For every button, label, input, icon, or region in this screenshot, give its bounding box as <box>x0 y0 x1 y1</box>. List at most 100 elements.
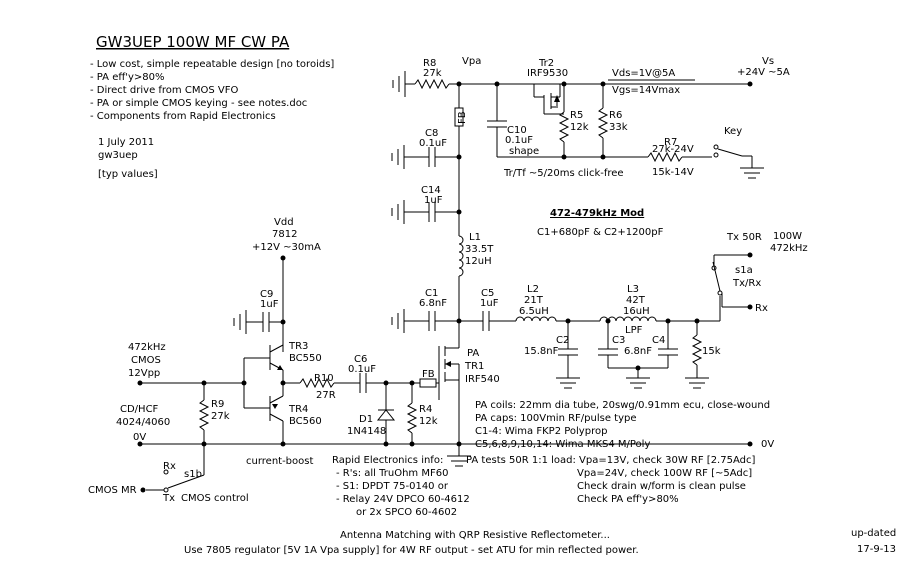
key-contact <box>713 152 719 158</box>
c3-name: C3 <box>612 335 625 346</box>
trtf-note: Tr/Tf ~5/20ms click-free <box>503 168 624 179</box>
l1-name: L1 <box>469 232 481 243</box>
zero-v-right: 0V <box>761 439 774 450</box>
design-author: gw3uep <box>98 150 138 161</box>
l2-inductor <box>515 316 557 322</box>
tr1-type: IRF540 <box>465 374 500 385</box>
input-level: 12Vpp <box>128 368 160 379</box>
tr4-name: TR4 <box>288 404 308 415</box>
rapid-info-line: - R's: all TruOhm MF60 <box>336 468 448 479</box>
tr2-mosfet <box>533 84 561 114</box>
ground-symbol <box>626 377 650 389</box>
zero-v-terminal <box>747 441 753 447</box>
updated-label: up-dated <box>851 528 896 539</box>
ferrite-bead-gate <box>419 378 437 388</box>
pa-label: PA <box>467 348 479 359</box>
design-date: 1 July 2011 <box>98 137 154 148</box>
drain-bus: FB C8 0.1uF C14 1uF L1 33.5T 12u <box>391 84 494 348</box>
r10-value: 27R <box>316 390 336 401</box>
rapid-info-line: Rapid Electronics info: <box>332 455 443 466</box>
cmos-control-label: CMOS control <box>181 493 249 504</box>
junction-dot <box>561 154 567 160</box>
c6-value: 0.1uF <box>348 364 376 375</box>
pa-tests-line: Vpa=24V, check 100W RF [~5Adc] <box>577 468 752 479</box>
c8-value: 0.1uF <box>419 138 447 149</box>
r6-resistor <box>597 107 609 139</box>
r7-value-14v: 15k-14V <box>652 167 694 178</box>
pa-tests-line: Check drain w/form is clean pulse <box>577 481 746 492</box>
vgs-label: Vgs=14Vmax <box>612 85 680 96</box>
updated-date: 17-9-13 <box>857 544 896 555</box>
vs-name: Vs <box>762 56 774 67</box>
r15k-resistor <box>691 334 703 366</box>
s1b-switch <box>140 444 205 493</box>
vds-label: Vds=1V@5A <box>612 68 675 79</box>
l1-inductor <box>458 235 464 277</box>
c5-value: 1uF <box>480 298 499 309</box>
gate-drive-section: R8 27k Vpa Tr2 IRF9530 Vds=1V@5A Vgs=14V… <box>392 56 790 179</box>
l3-turns: 42T <box>626 295 646 306</box>
r9-name: R9 <box>211 399 224 410</box>
r6-name: R6 <box>609 110 622 121</box>
r7-resistor <box>647 151 683 163</box>
r9-value: 27k <box>211 411 230 422</box>
l1-turns: 33.5T <box>465 244 494 255</box>
pa-info-line: PA coils: 22mm dia tube, 20swg/0.91mm ec… <box>475 400 770 411</box>
s1a-switch <box>712 261 721 292</box>
c6-name: C6 <box>354 354 367 365</box>
design-note: - PA eff'y>80% <box>90 72 165 83</box>
terminal-dot <box>747 81 753 87</box>
r5-value: 12k <box>570 122 589 133</box>
current-boost-label: current-boost <box>246 456 313 467</box>
junction-dot <box>600 154 606 160</box>
l2-name: L2 <box>527 284 539 295</box>
key-label: Key <box>724 126 742 137</box>
schematic-title: GW3UEP 100W MF CW PA <box>96 33 290 51</box>
ground-symbol <box>392 71 406 97</box>
c10-name: C10 <box>507 125 527 136</box>
tr1-mosfet <box>438 346 460 444</box>
c5-name: C5 <box>481 288 494 299</box>
r4-name: R4 <box>419 404 432 415</box>
pa-info-line: PA caps: 100Vmin RF/pulse type <box>475 413 637 424</box>
tr4-type: BC560 <box>289 416 322 427</box>
footer-line-1: Antenna Matching with QRP Resistive Refl… <box>340 530 610 541</box>
cd-line-1: CD/HCF <box>120 404 159 415</box>
c1-value: 6.8nF <box>419 298 447 309</box>
c9-name: C9 <box>260 289 273 300</box>
output-frequency: 472kHz <box>770 243 808 254</box>
fb2-label: FB <box>422 369 435 380</box>
c8-name: C8 <box>425 128 438 139</box>
r8-value: 27k <box>423 68 442 79</box>
cd-line-2: 4024/4060 <box>116 417 170 428</box>
design-note: - PA or simple CMOS keying - see notes.d… <box>90 98 307 109</box>
tx-terminal <box>747 252 753 258</box>
key-contact <box>713 144 719 150</box>
vs-value: +24V ~5A <box>737 67 790 78</box>
rapid-info-line: - Relay 24V DPCO 60-4612 <box>336 494 470 505</box>
s1a-contact <box>717 290 723 296</box>
output-power: 100W <box>773 231 802 242</box>
zero-v-terminal <box>137 441 143 447</box>
rapid-info-line: or 2x SPCO 60-4602 <box>356 507 457 518</box>
c14-name: C14 <box>421 185 441 196</box>
mod-description: C1+680pF & C2+1200pF <box>537 227 664 238</box>
c4-name: C4 <box>652 335 665 346</box>
r8-resistor <box>414 78 450 90</box>
lpf-label: LPF <box>625 325 643 336</box>
ground-symbol <box>740 167 764 179</box>
input-frequency: 472kHz <box>128 342 166 353</box>
rx-output-label: Rx <box>755 303 768 314</box>
driver-section: Vdd 7812 +12V ~30mA C9 1uF TR3 BC550 <box>116 217 438 444</box>
ground-symbol <box>556 377 580 389</box>
tr4-transistor <box>269 395 284 422</box>
fb1-label: FB <box>457 111 468 124</box>
junction-dot <box>409 441 415 447</box>
r7-value-24v: 27k-24V <box>652 144 694 155</box>
s1a-name: s1a <box>735 265 753 276</box>
r4-resistor <box>406 402 418 434</box>
s1b-tx-label: Tx <box>162 493 175 504</box>
tr3-type: BC550 <box>289 353 322 364</box>
rapid-info-line: - S1: DPDT 75-0140 or <box>336 481 449 492</box>
l2-value: 6.5uH <box>519 306 549 317</box>
